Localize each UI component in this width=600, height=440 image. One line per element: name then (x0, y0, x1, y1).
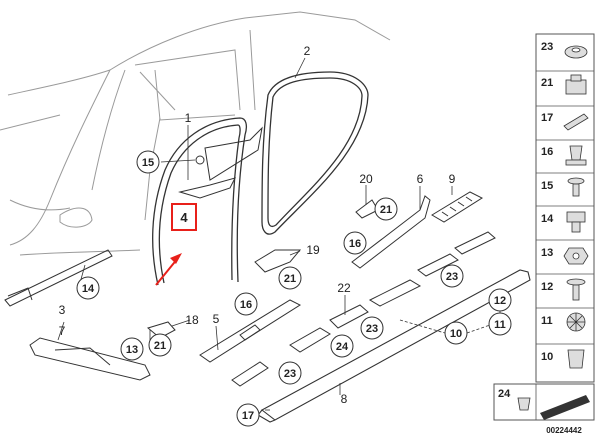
callout-12: 12 (494, 295, 506, 307)
legend-item-16: 16 (541, 146, 553, 158)
legend-item-12: 12 (541, 281, 553, 293)
callout-15: 15 (142, 157, 154, 169)
part-22-rails (231, 231, 496, 387)
part-number-3: 3 (59, 303, 66, 317)
diagram-number: 00224442 (546, 426, 582, 435)
clip-icon (569, 145, 583, 161)
push-pin-icon (567, 177, 585, 185)
part-9-rail (431, 191, 484, 223)
arrow-icon (540, 395, 590, 420)
part-number-18: 18 (185, 313, 199, 327)
callout-23: 23 (284, 368, 296, 380)
part-19-bracket (254, 249, 302, 273)
part-number-1: 1 (185, 111, 192, 125)
part-number-2: 2 (304, 44, 311, 58)
callout-23: 23 (446, 271, 458, 283)
part-10-dashed-line (399, 319, 491, 334)
clip-icon (517, 397, 531, 411)
callout-13: 13 (126, 344, 138, 356)
fastener-legend-panel: 23 21 17 16 15 14 13 12 11 10 (493, 33, 595, 435)
front-door-seal (152, 117, 247, 286)
legend-item-21: 21 (541, 77, 553, 89)
rear-door-seal (261, 71, 369, 235)
legend-item-11: 11 (541, 315, 553, 327)
legend-item-23: 23 (541, 41, 553, 53)
part-number-22: 22 (337, 281, 351, 295)
legend-item-24: 24 (498, 388, 511, 400)
callout-16: 16 (240, 299, 252, 311)
part-number-8: 8 (341, 392, 348, 406)
part-number-6: 6 (417, 172, 424, 186)
callout-24: 24 (336, 341, 349, 353)
part-number-7: 7 (59, 324, 66, 338)
legend-item-15: 15 (541, 180, 553, 192)
car-outline (0, 11, 391, 256)
callout-14: 14 (82, 283, 95, 295)
part-7-sill (29, 337, 151, 381)
legend-item-17: 17 (541, 112, 553, 124)
part-number-19: 19 (306, 243, 320, 257)
callout-23: 23 (366, 323, 378, 335)
clip-icon (567, 349, 585, 369)
legend-item-13: 13 (541, 247, 553, 259)
callout-16: 16 (349, 238, 361, 250)
screw-icon (566, 278, 586, 286)
callout-17: 17 (242, 410, 254, 422)
part-8-sill (257, 269, 531, 423)
callout-21: 21 (380, 204, 392, 216)
callout-21: 21 (284, 273, 296, 285)
circled-callouts (76, 150, 512, 427)
clip-icon (566, 211, 586, 223)
part-numbers: 1 2 3 5 6 7 8 9 18 19 20 22 (59, 44, 456, 406)
highlight-arrow (155, 253, 182, 286)
callout-11: 11 (494, 319, 506, 331)
legend-item-14: 14 (541, 213, 554, 225)
b-pillar-trim (178, 126, 263, 199)
clip-icon (563, 113, 589, 131)
part-number-5: 5 (213, 312, 220, 326)
part-3-strip (4, 249, 113, 307)
part-number-20: 20 (359, 172, 373, 186)
part-5-trim (199, 299, 302, 363)
callout-21: 21 (154, 340, 166, 352)
circled-callout-labels: 15 14 21 16 16 21 23 23 23 24 13 21 12 1… (82, 157, 506, 422)
highlight-label: 4 (180, 210, 188, 225)
part-number-9: 9 (449, 172, 456, 186)
nut-icon (565, 79, 587, 95)
legend-item-10: 10 (541, 351, 553, 363)
highlight-box: 4 (171, 203, 197, 231)
callout-10: 10 (450, 328, 462, 340)
